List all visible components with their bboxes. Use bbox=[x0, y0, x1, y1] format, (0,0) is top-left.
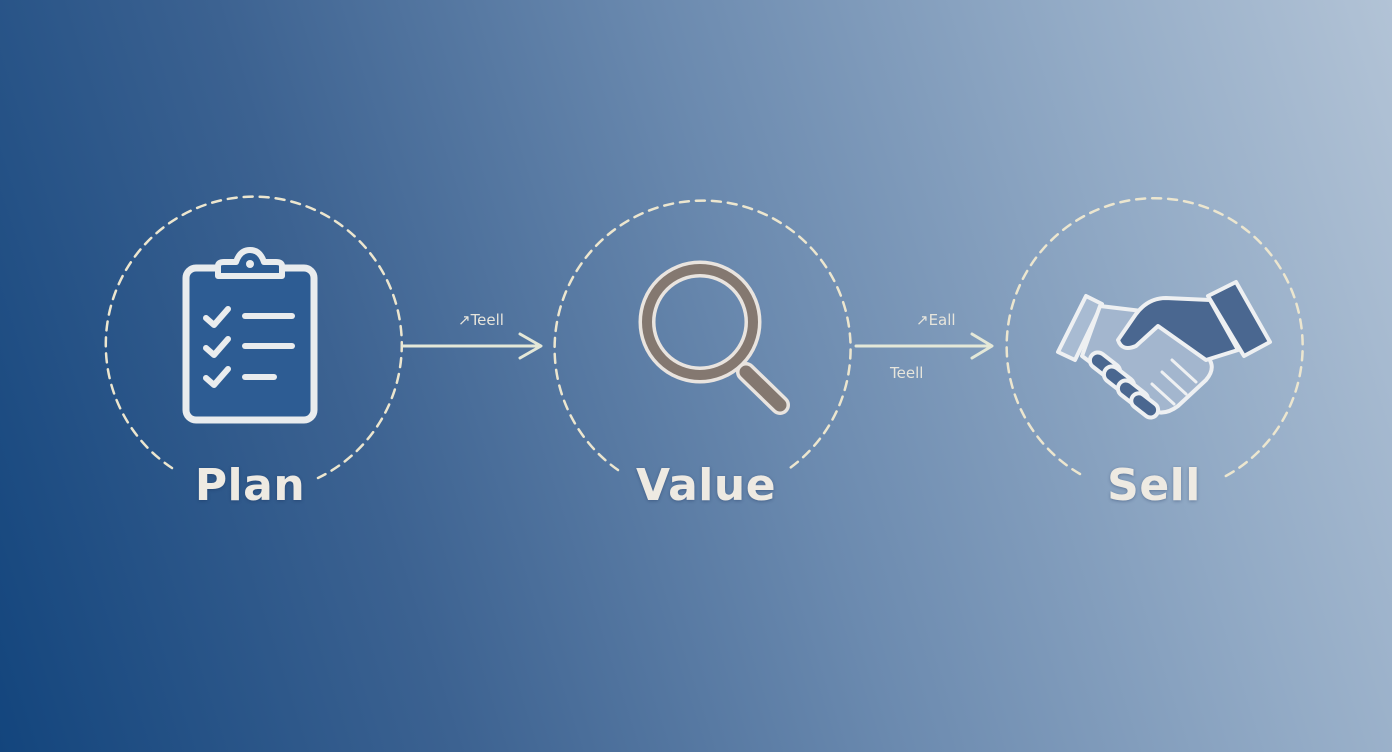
connector-2-top-text: ↗Eall bbox=[916, 311, 956, 329]
clipboard-checklist-icon bbox=[182, 247, 318, 424]
magnifying-glass-icon bbox=[638, 260, 790, 415]
plan-ring bbox=[104, 195, 403, 480]
value-ring bbox=[553, 199, 852, 472]
step-label-value: Value bbox=[635, 460, 777, 511]
connector-1-top-text: ↗Teell bbox=[458, 311, 504, 329]
handshake-icon bbox=[1056, 280, 1272, 420]
connector-2-bottom-text: Teell bbox=[890, 364, 924, 382]
sell-ring bbox=[1005, 197, 1304, 480]
arrow-value-to-sell bbox=[854, 332, 994, 360]
step-label-plan: Plan bbox=[194, 460, 306, 511]
arrow-plan-to-value bbox=[400, 332, 543, 360]
step-label-sell: Sell bbox=[1107, 460, 1201, 511]
